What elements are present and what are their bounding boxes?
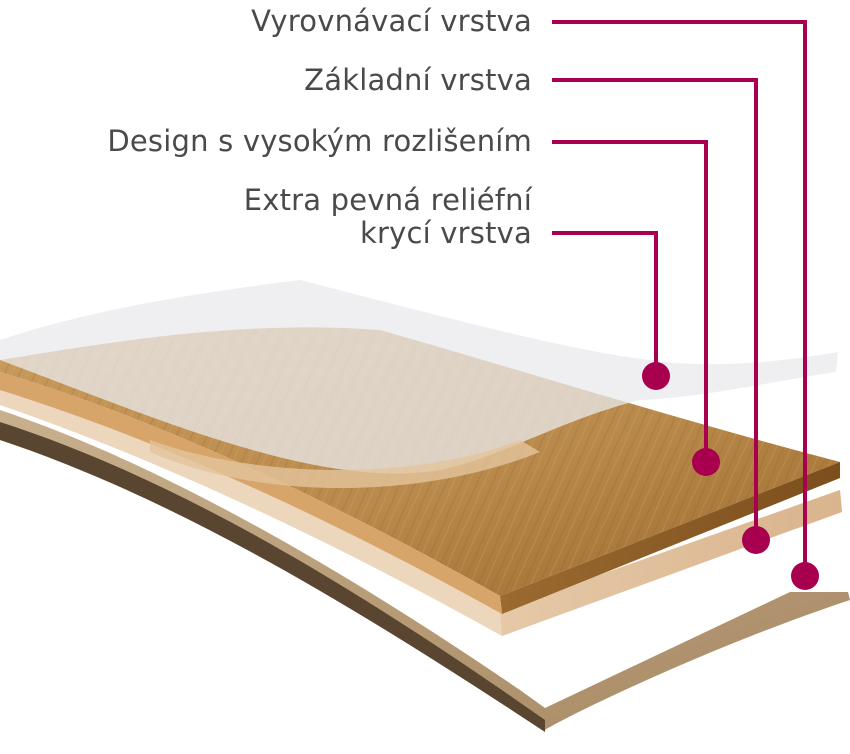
- markers: [642, 362, 819, 590]
- balance-layer-edge: [0, 422, 545, 732]
- leader-line-balance: [552, 20, 807, 576]
- marker-dot-balance: [791, 562, 819, 590]
- design-layer-front: [0, 372, 502, 614]
- marker-dot-core: [742, 526, 770, 554]
- leader-line-wear: [552, 231, 658, 376]
- wear-layer-curl-highlight: [150, 440, 540, 488]
- wear-layer-peel: [0, 280, 838, 474]
- label-design-layer: Design s vysokým rozlišením: [107, 124, 532, 158]
- label-core-layer: Základní vrstva: [304, 63, 532, 97]
- leader-line-core: [552, 78, 758, 540]
- label-wear-layer-line2: krycí vrstva: [360, 216, 532, 250]
- label-balance-layer: Vyrovnávací vrstva: [251, 4, 532, 38]
- leader-line-design: [552, 140, 708, 462]
- marker-dot-wear: [642, 362, 670, 390]
- marker-dot-design: [692, 448, 720, 476]
- leader-lines: [552, 20, 807, 576]
- label-wear-layer-line1: Extra pevná reliéfní: [243, 183, 532, 217]
